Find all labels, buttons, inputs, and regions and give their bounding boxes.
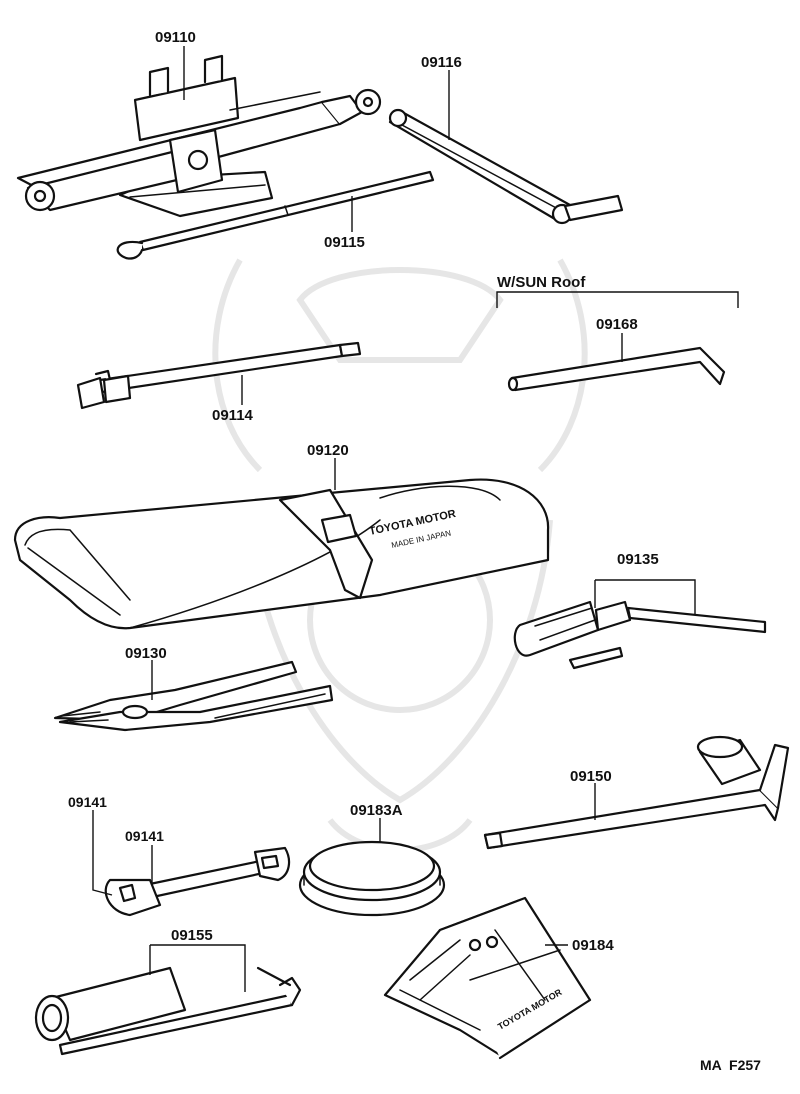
- open-end-wrench: [104, 846, 291, 917]
- spark-plug-wrench: [34, 966, 302, 1056]
- scissor-jack: [16, 54, 382, 218]
- label-09114: 09114: [212, 407, 254, 424]
- label-09115: 09115: [324, 234, 365, 251]
- label-09110: 09110: [155, 29, 196, 46]
- leader-lines: [92, 46, 739, 992]
- label-09116: 09116: [421, 54, 462, 71]
- label-09135: 09135: [617, 551, 659, 568]
- label-09150: 09150: [570, 768, 612, 785]
- label-09130: 09130: [125, 645, 167, 662]
- jack-handle: [388, 108, 624, 225]
- label-09120: 09120: [307, 442, 349, 459]
- wheel-cap: [298, 840, 446, 917]
- screwdriver: [513, 600, 767, 670]
- wheel-chock: [383, 896, 592, 1060]
- label-sunroof: W/SUN Roof: [497, 274, 586, 291]
- tool-bag: [13, 478, 550, 630]
- label-09168: 09168: [596, 316, 638, 333]
- sunroof-hex-wrench: [507, 346, 726, 392]
- label-09141-inner: 09141: [125, 828, 164, 844]
- pliers: [53, 660, 334, 732]
- label-09141-outer: 09141: [68, 794, 107, 810]
- lug-wrench: [483, 735, 790, 850]
- label-09183a: 09183A: [350, 802, 403, 819]
- label-09184: 09184: [572, 937, 614, 954]
- jack-rod: [116, 170, 435, 260]
- label-09155: 09155: [171, 927, 213, 944]
- figure-code: MA F257: [700, 1057, 761, 1073]
- extension-bar: [76, 341, 362, 410]
